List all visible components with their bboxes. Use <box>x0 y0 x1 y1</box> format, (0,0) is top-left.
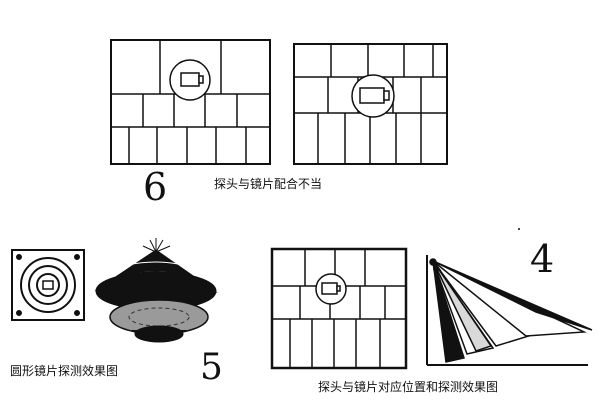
figure-number-bottom-left: 5 <box>200 347 223 388</box>
stray-dot <box>518 228 520 230</box>
detection-fan-diagram <box>426 255 593 366</box>
round-lens-front-view <box>11 249 85 321</box>
round-lens-detection-cone <box>94 238 218 343</box>
position-lens-grid <box>270 247 408 370</box>
caption-round-lens: 圆形镜片探测效果图 <box>10 364 119 378</box>
figure-number-top: 6 <box>143 165 168 209</box>
caption-relative-position: 探头与镜片对应位置和探测效果图 <box>318 380 499 394</box>
figure-number-bottom-right: 4 <box>530 237 555 281</box>
probe-icon <box>169 59 211 101</box>
mismatch-lens-grid-left <box>110 39 271 165</box>
caption-mismatch: 探头与镜片配合不当 <box>214 177 323 191</box>
probe-icon <box>351 74 395 118</box>
probe-icon <box>315 273 347 305</box>
